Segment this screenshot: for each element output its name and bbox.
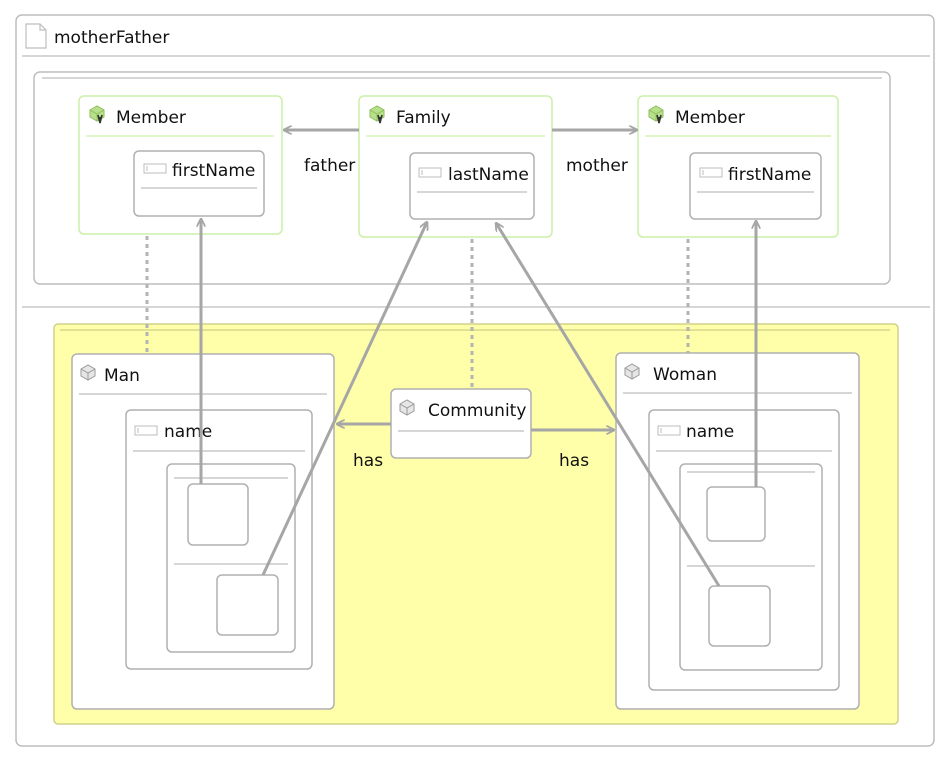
community-label: Community — [428, 401, 526, 421]
member-left-attribute: firstName — [172, 161, 255, 181]
instance-links — [145, 236, 690, 389]
class-icon — [624, 363, 640, 380]
class-icon — [80, 364, 96, 381]
woman-node[interactable]: Woman name — [615, 352, 860, 710]
has-label-left: has — [353, 451, 383, 471]
woman-label: Woman — [653, 365, 717, 385]
attribute-icon — [418, 167, 442, 178]
class-icon — [399, 399, 415, 416]
value-slot[interactable] — [708, 585, 771, 647]
attribute-icon — [134, 425, 158, 436]
member-right-label: Member — [675, 108, 745, 128]
attribute-box[interactable] — [689, 152, 822, 220]
attribute-icon — [699, 167, 723, 178]
man-attribute: name — [164, 422, 212, 442]
family-label: Family — [396, 108, 451, 128]
member-node-left[interactable]: Member firstName — [78, 95, 283, 235]
attribute-box[interactable] — [409, 152, 535, 220]
value-slot[interactable] — [706, 486, 766, 542]
value-link — [496, 223, 721, 587]
member-left-label: Member — [116, 108, 186, 128]
family-node[interactable]: Family lastName — [358, 95, 553, 238]
attribute-icon — [143, 163, 167, 174]
attribute-box[interactable] — [133, 150, 265, 217]
document-icon — [25, 23, 47, 49]
value-slot[interactable] — [216, 574, 279, 636]
family-attribute: lastName — [448, 165, 529, 185]
value-slot[interactable] — [187, 483, 249, 546]
diagram-title: motherFather — [54, 28, 169, 48]
attribute-icon — [657, 425, 681, 436]
father-label: father — [304, 156, 355, 176]
woman-attribute: name — [686, 422, 734, 442]
association-edges — [201, 130, 756, 587]
member-node-right[interactable]: Member firstName — [637, 95, 839, 238]
value-link — [261, 222, 427, 576]
mother-label: mother — [566, 156, 628, 176]
member-right-attribute: firstName — [728, 165, 811, 185]
man-node[interactable]: Man name — [71, 353, 335, 710]
man-label: Man — [104, 366, 140, 386]
has-label-right: has — [559, 451, 589, 471]
community-node[interactable]: Community — [390, 388, 532, 459]
